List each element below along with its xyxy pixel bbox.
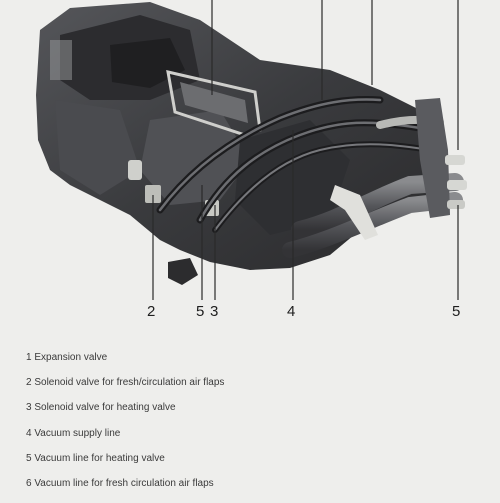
legend-item: 6 Vacuum line for fresh circulation air … [26, 477, 214, 489]
hvac-assembly-diagram [36, 0, 467, 300]
leader-lines [152, 0, 459, 300]
lower-mount [168, 258, 198, 285]
callout-5-right: 5 [452, 303, 461, 320]
legend-item: 4 Vacuum supply line [26, 427, 121, 439]
legend-item: 5 Vacuum line for heating valve [26, 452, 165, 464]
legend-item: 1 Expansion valve [26, 352, 108, 363]
legend-list: 1 Expansion valve 2 Solenoid valve for f… [26, 352, 224, 503]
callout-4: 4 [287, 303, 296, 320]
callout-3: 3 [210, 303, 219, 320]
callout-5-left: 5 [196, 303, 205, 320]
legend-item: 3 Solenoid valve for heating valve [26, 402, 176, 414]
callout-2: 2 [147, 303, 156, 320]
legend-item: 2 Solenoid valve for fresh/circulation a… [26, 377, 225, 389]
pipe-fitting-block [415, 98, 467, 218]
mounting-bracket [330, 185, 378, 240]
